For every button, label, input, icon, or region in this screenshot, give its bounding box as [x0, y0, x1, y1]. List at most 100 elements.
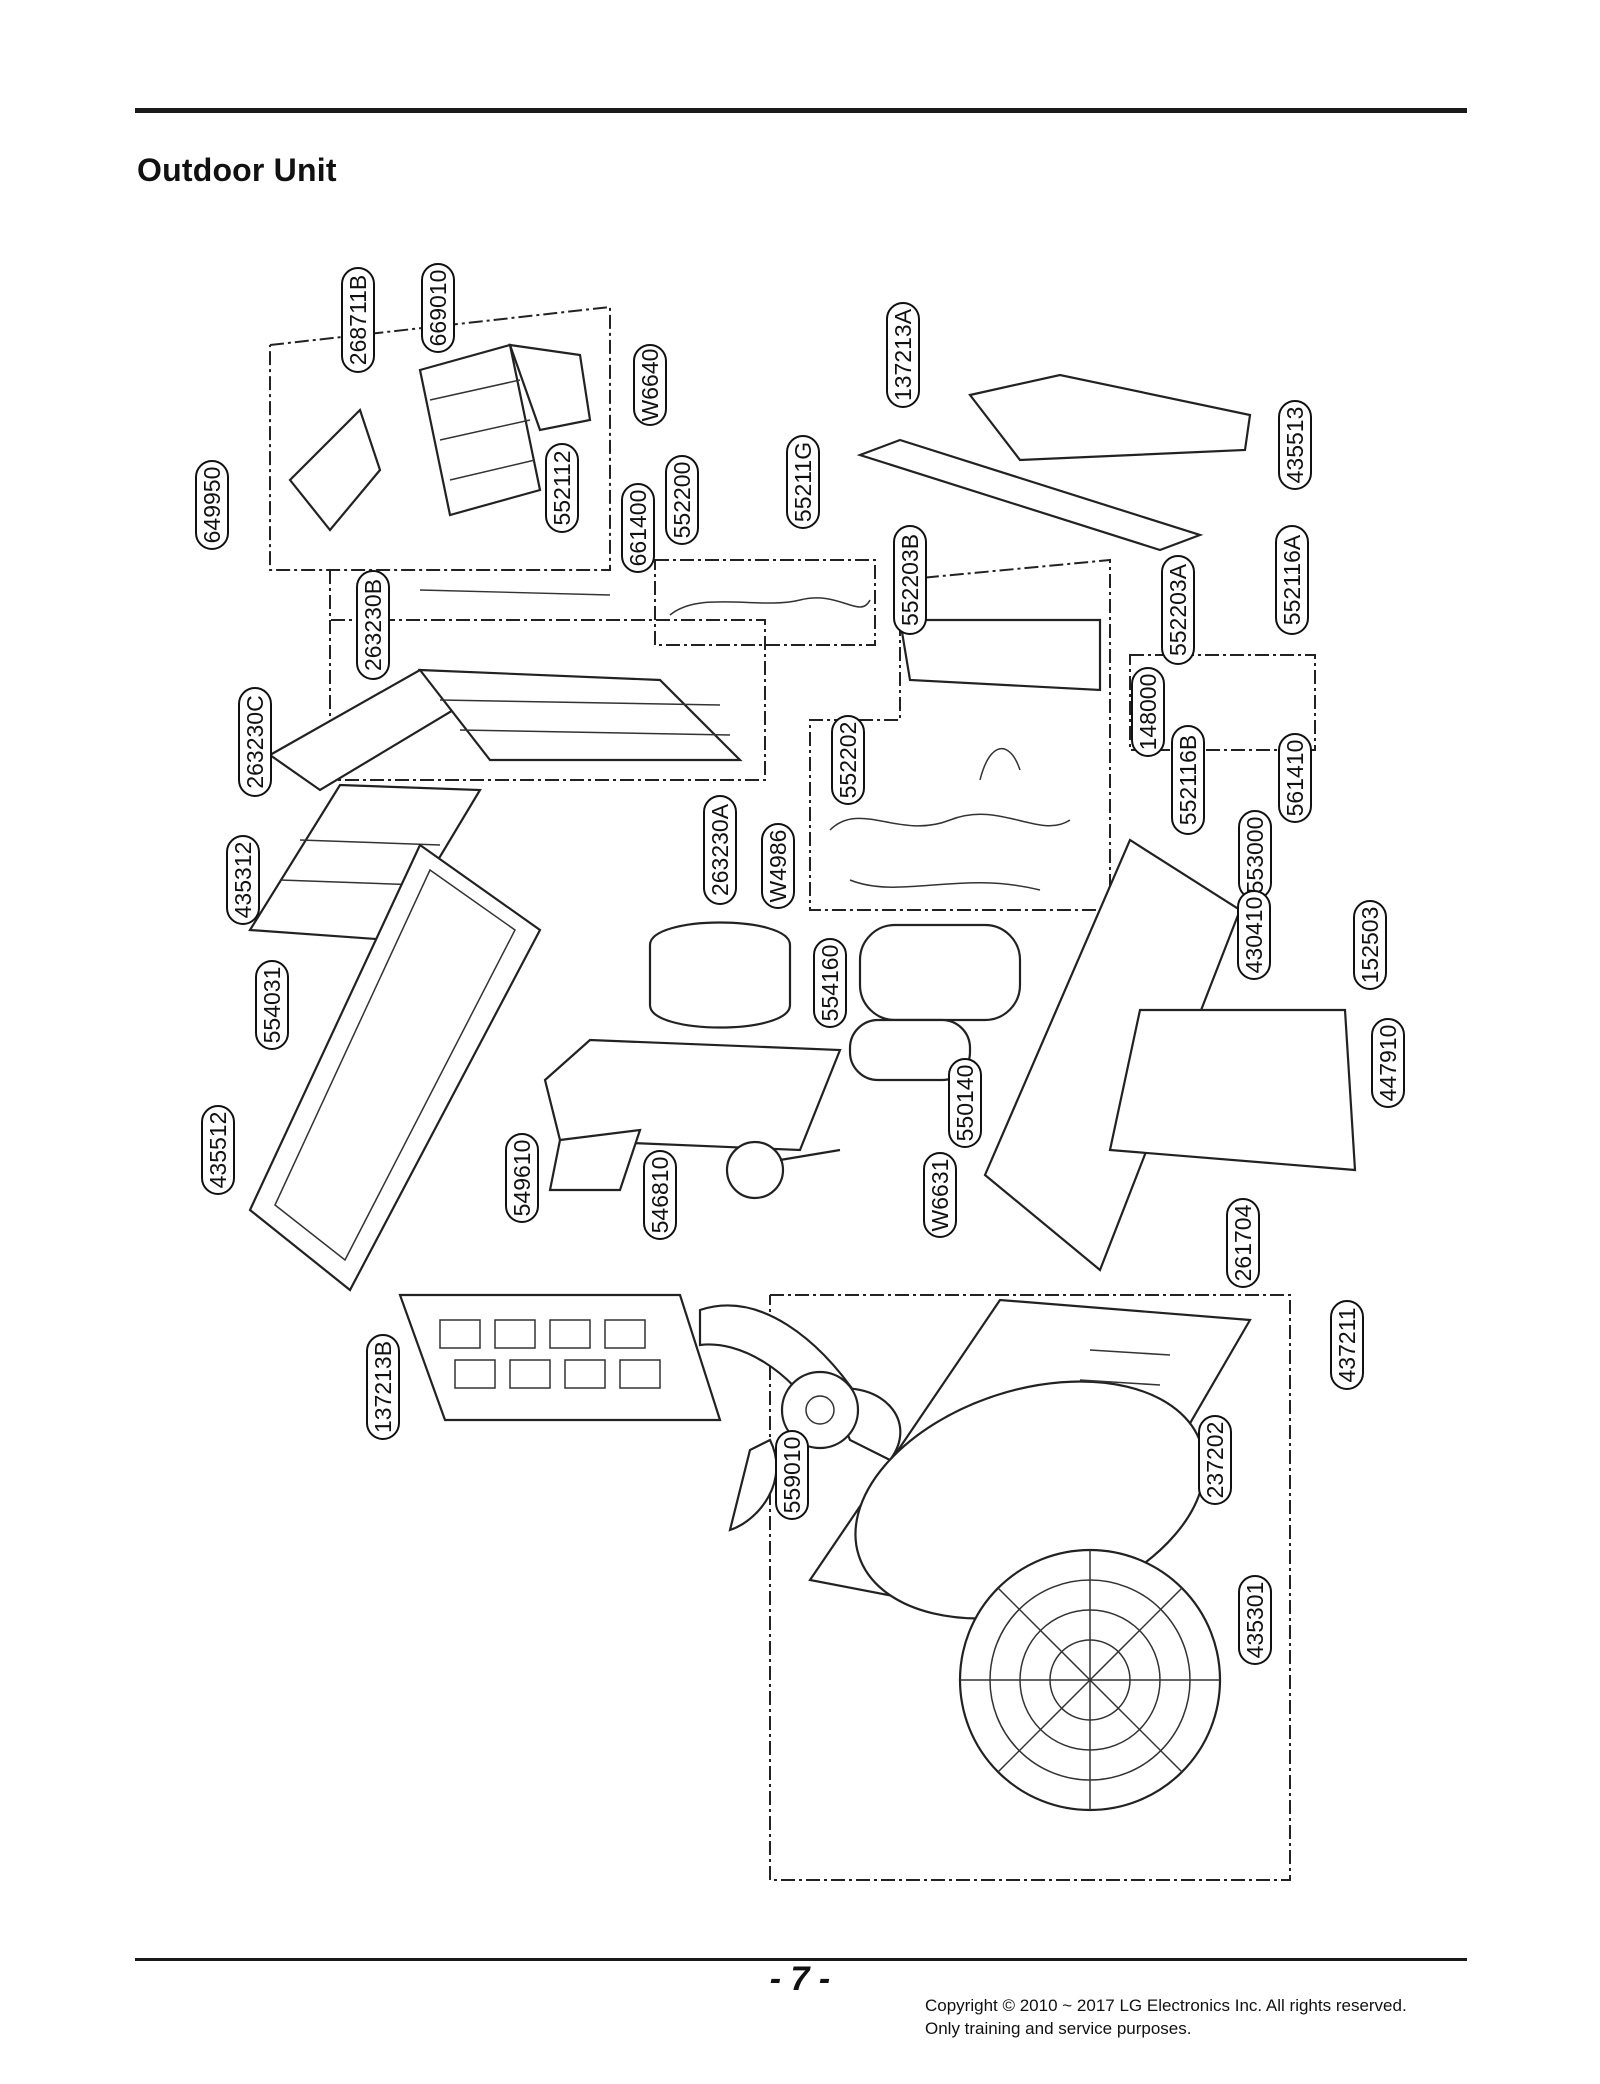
svg-text:553000: 553000: [1242, 817, 1268, 894]
compressor: [648, 921, 1022, 1082]
callout-561410: 561410: [1278, 733, 1312, 823]
callout-649950: 649950: [195, 460, 229, 550]
svg-text:263230C: 263230C: [242, 695, 268, 788]
right-side-panel: [983, 838, 1357, 1272]
svg-text:552116A: 552116A: [1279, 534, 1305, 625]
callout-549610: 549610: [505, 1133, 539, 1223]
svg-text:W4986: W4986: [765, 830, 791, 903]
callout-435301: 435301: [1238, 1575, 1272, 1665]
page-title: Outdoor Unit: [137, 152, 337, 188]
svg-text:552202: 552202: [835, 722, 861, 799]
svg-text:268711B: 268711B: [345, 275, 371, 365]
callout-55211G: 55211G: [786, 435, 820, 529]
callout-552116B: 552116B: [1171, 725, 1205, 835]
svg-text:430410: 430410: [1241, 897, 1267, 974]
callout-552112: 552112: [545, 443, 579, 533]
svg-text:W6631: W6631: [927, 1159, 953, 1232]
callout-447910: 447910: [1371, 1018, 1405, 1108]
callout-430410: 430410: [1237, 890, 1271, 980]
svg-text:261704: 261704: [1230, 1204, 1256, 1281]
callout-137213A: 137213A: [886, 302, 920, 408]
svg-text:263230B: 263230B: [360, 579, 386, 671]
svg-text:552203A: 552203A: [1165, 563, 1191, 656]
callout-435512: 435512: [201, 1105, 235, 1195]
callout-263230C: 263230C: [238, 687, 272, 797]
callout-137213B: 137213B: [366, 1334, 400, 1440]
condenser-coil: [267, 589, 743, 792]
svg-text:137213A: 137213A: [890, 308, 916, 401]
fan-guard: [958, 1548, 1222, 1812]
svg-text:263230A: 263230A: [707, 803, 733, 896]
control-box: [288, 343, 592, 532]
header-rule: [135, 108, 1467, 113]
svg-text:552116B: 552116B: [1175, 735, 1201, 825]
callout-435513: 435513: [1278, 400, 1312, 490]
svg-text:561410: 561410: [1282, 740, 1308, 817]
svg-text:152503: 152503: [1357, 907, 1383, 984]
callout-552116A: 552116A: [1275, 525, 1309, 635]
propeller-fan: [698, 1304, 902, 1532]
callout-553000: 553000: [1238, 810, 1272, 900]
svg-text:669010: 669010: [425, 270, 451, 347]
callout-W4986: W4986: [761, 823, 795, 909]
refrigerant-piping: [669, 597, 1071, 891]
callout-268711B: 268711B: [341, 267, 375, 373]
group-boundaries: [269, 305, 1316, 1881]
svg-text:447910: 447910: [1375, 1025, 1401, 1102]
callout-552202: 552202: [831, 715, 865, 805]
copyright-notice: Copyright © 2010 ~ 2017 LG Electronics I…: [925, 1994, 1407, 2040]
callout-554160: 554160: [813, 938, 847, 1028]
back-grille: [398, 1293, 722, 1422]
side-grille-panel: [248, 783, 482, 942]
svg-text:661400: 661400: [625, 490, 651, 567]
svg-text:552203B: 552203B: [897, 534, 923, 626]
footer-rule: [135, 1958, 1467, 1961]
fan-motor: [725, 1140, 841, 1200]
top-cover: [856, 373, 1252, 692]
callout-W6631: W6631: [923, 1152, 957, 1238]
callout-435312: 435312: [226, 835, 260, 925]
callout-661400: 661400: [621, 483, 655, 573]
callout-237202: 237202: [1198, 1415, 1232, 1505]
svg-text:W6640: W6640: [637, 349, 663, 422]
callout-437211: 437211: [1330, 1300, 1364, 1390]
callout-559010: 559010: [775, 1430, 809, 1520]
svg-text:559010: 559010: [779, 1437, 805, 1514]
svg-text:649950: 649950: [199, 467, 225, 544]
copyright-line-2: Only training and service purposes.: [925, 2019, 1192, 2038]
callout-261704: 261704: [1226, 1198, 1260, 1288]
svg-text:55211G: 55211G: [790, 442, 816, 522]
front-panel: [248, 843, 542, 1292]
svg-text:435512: 435512: [205, 1112, 231, 1189]
callout-263230B: 263230B: [356, 570, 390, 680]
copyright-line-1: Copyright © 2010 ~ 2017 LG Electronics I…: [925, 1996, 1407, 2015]
callout-152503: 152503: [1353, 900, 1387, 990]
callout-554031: 554031: [255, 960, 289, 1050]
svg-text:554160: 554160: [817, 945, 843, 1022]
callout-552203B: 552203B: [893, 525, 927, 635]
callout-263230A: 263230A: [703, 795, 737, 905]
svg-text:137213B: 137213B: [370, 1341, 396, 1433]
svg-text:435301: 435301: [1242, 1582, 1268, 1659]
svg-text:552112: 552112: [549, 450, 575, 525]
svg-text:437211: 437211: [1334, 1307, 1360, 1382]
callout-550140: 550140: [948, 1058, 982, 1148]
callout-552200: 552200: [665, 455, 699, 545]
svg-text:549610: 549610: [509, 1140, 535, 1217]
svg-text:554031: 554031: [259, 967, 285, 1044]
callout-148000: 148000: [1131, 667, 1165, 757]
svg-text:435513: 435513: [1282, 407, 1308, 484]
callout-669010: 669010: [421, 263, 455, 353]
svg-text:552200: 552200: [669, 462, 695, 539]
svg-text:546810: 546810: [647, 1157, 673, 1234]
callout-546810: 546810: [643, 1150, 677, 1240]
callout-552203A: 552203A: [1161, 555, 1195, 665]
base-pan: [543, 1038, 842, 1192]
svg-text:148000: 148000: [1135, 674, 1161, 751]
callout-W6640: W6640: [633, 344, 667, 426]
svg-text:237202: 237202: [1202, 1422, 1228, 1499]
svg-text:550140: 550140: [952, 1065, 978, 1142]
page-number: - 7 -: [769, 1960, 831, 1998]
svg-text:435312: 435312: [230, 842, 256, 919]
